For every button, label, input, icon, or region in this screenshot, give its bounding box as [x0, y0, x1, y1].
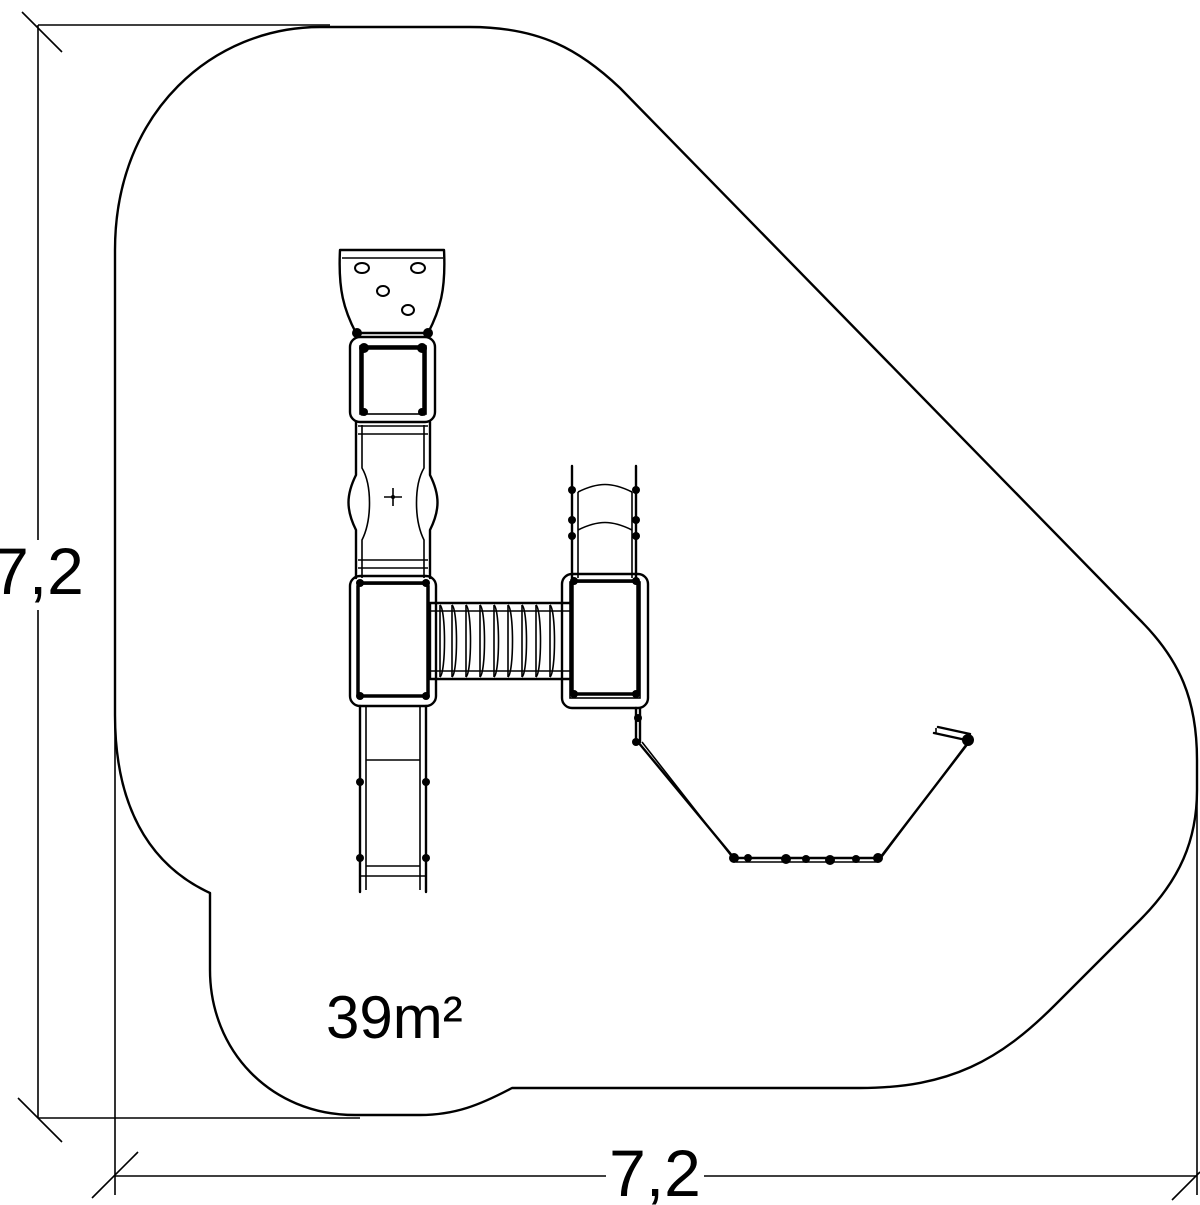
left-lower-platform — [348, 574, 438, 708]
width-dimension — [91, 720, 1200, 1201]
chain-end-post — [932, 725, 972, 742]
area-label: 39m² — [326, 984, 463, 1051]
height-dimension — [17, 11, 360, 1143]
left-upper-platform — [348, 335, 437, 424]
height-dimension-label: 7,2 — [0, 534, 84, 608]
chain-bridge — [632, 706, 974, 865]
right-platform — [560, 572, 650, 710]
connecting-bridge — [428, 601, 574, 681]
left-slide — [356, 704, 430, 894]
left-middle-section — [347, 420, 439, 580]
safety-zone-outline — [113, 25, 1199, 1117]
right-upper-section — [568, 464, 640, 580]
climbing-wall — [338, 248, 446, 338]
width-dimension-label: 7,2 — [609, 1136, 701, 1205]
center-cross-mark — [384, 488, 402, 506]
